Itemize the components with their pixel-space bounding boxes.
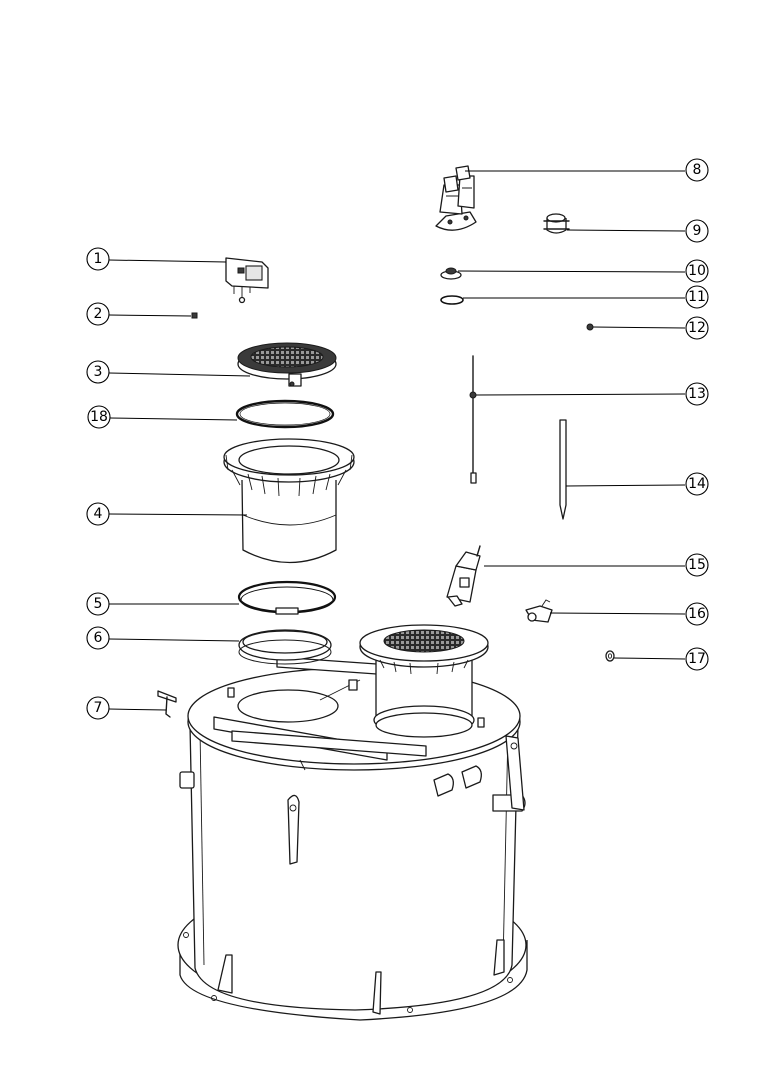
callout-number: 5 — [94, 596, 103, 612]
callout-number: 2 — [94, 306, 103, 322]
callout-12: 12 — [685, 316, 709, 340]
float-switch-part — [440, 267, 462, 280]
callout-14: 14 — [685, 472, 709, 496]
screw-part — [191, 312, 198, 319]
submersible-pump-part — [446, 545, 481, 607]
callout-4: 4 — [86, 502, 110, 526]
t-key-part — [157, 690, 177, 718]
callout-7: 7 — [86, 696, 110, 720]
valve-part — [525, 599, 553, 623]
spike-part — [559, 419, 567, 520]
callout-number: 6 — [94, 630, 103, 646]
pump-pair-part — [435, 165, 477, 231]
grommet-part — [605, 650, 615, 662]
callout-11: 11 — [685, 285, 709, 309]
callout-3: 3 — [86, 360, 110, 384]
callout-number: 18 — [90, 409, 108, 425]
nut-part — [586, 323, 594, 331]
callout-6: 6 — [86, 626, 110, 650]
callout-10: 10 — [685, 259, 709, 283]
callout-number: 14 — [688, 476, 706, 492]
callout-number: 15 — [688, 557, 706, 573]
callout-number: 10 — [688, 263, 706, 279]
callout-2: 2 — [86, 302, 110, 326]
control-unit-part — [225, 257, 269, 304]
seal-ring-part — [235, 399, 335, 429]
coupling-part — [543, 213, 570, 234]
callout-16: 16 — [685, 602, 709, 626]
clamp-ring-part — [237, 580, 337, 615]
callout-number: 1 — [94, 251, 103, 267]
shaft-extension-part — [223, 438, 355, 564]
callout-number: 16 — [688, 606, 706, 622]
callout-9: 9 — [685, 219, 709, 243]
sealing-ring-part — [238, 629, 332, 665]
callout-18: 18 — [87, 405, 111, 429]
o-ring-part — [440, 295, 464, 305]
callout-number: 11 — [688, 289, 706, 305]
tank-assembly — [177, 656, 528, 1021]
callout-number: 13 — [688, 386, 706, 402]
callout-number: 9 — [693, 223, 702, 239]
callout-1: 1 — [86, 247, 110, 271]
manhole-cover-part — [237, 342, 337, 387]
callout-number: 12 — [688, 320, 706, 336]
leader-lines — [108, 170, 686, 711]
callout-17: 17 — [685, 647, 709, 671]
callout-15: 15 — [685, 553, 709, 577]
installed-shaft — [359, 624, 489, 738]
callout-5: 5 — [86, 592, 110, 616]
callout-number: 4 — [94, 506, 103, 522]
callout-number: 7 — [94, 700, 103, 716]
callout-number: 17 — [688, 651, 706, 667]
level-rod-part — [469, 355, 477, 484]
callout-8: 8 — [685, 158, 709, 182]
callout-13: 13 — [685, 382, 709, 406]
callout-number: 8 — [693, 162, 702, 178]
callout-number: 3 — [94, 364, 103, 380]
